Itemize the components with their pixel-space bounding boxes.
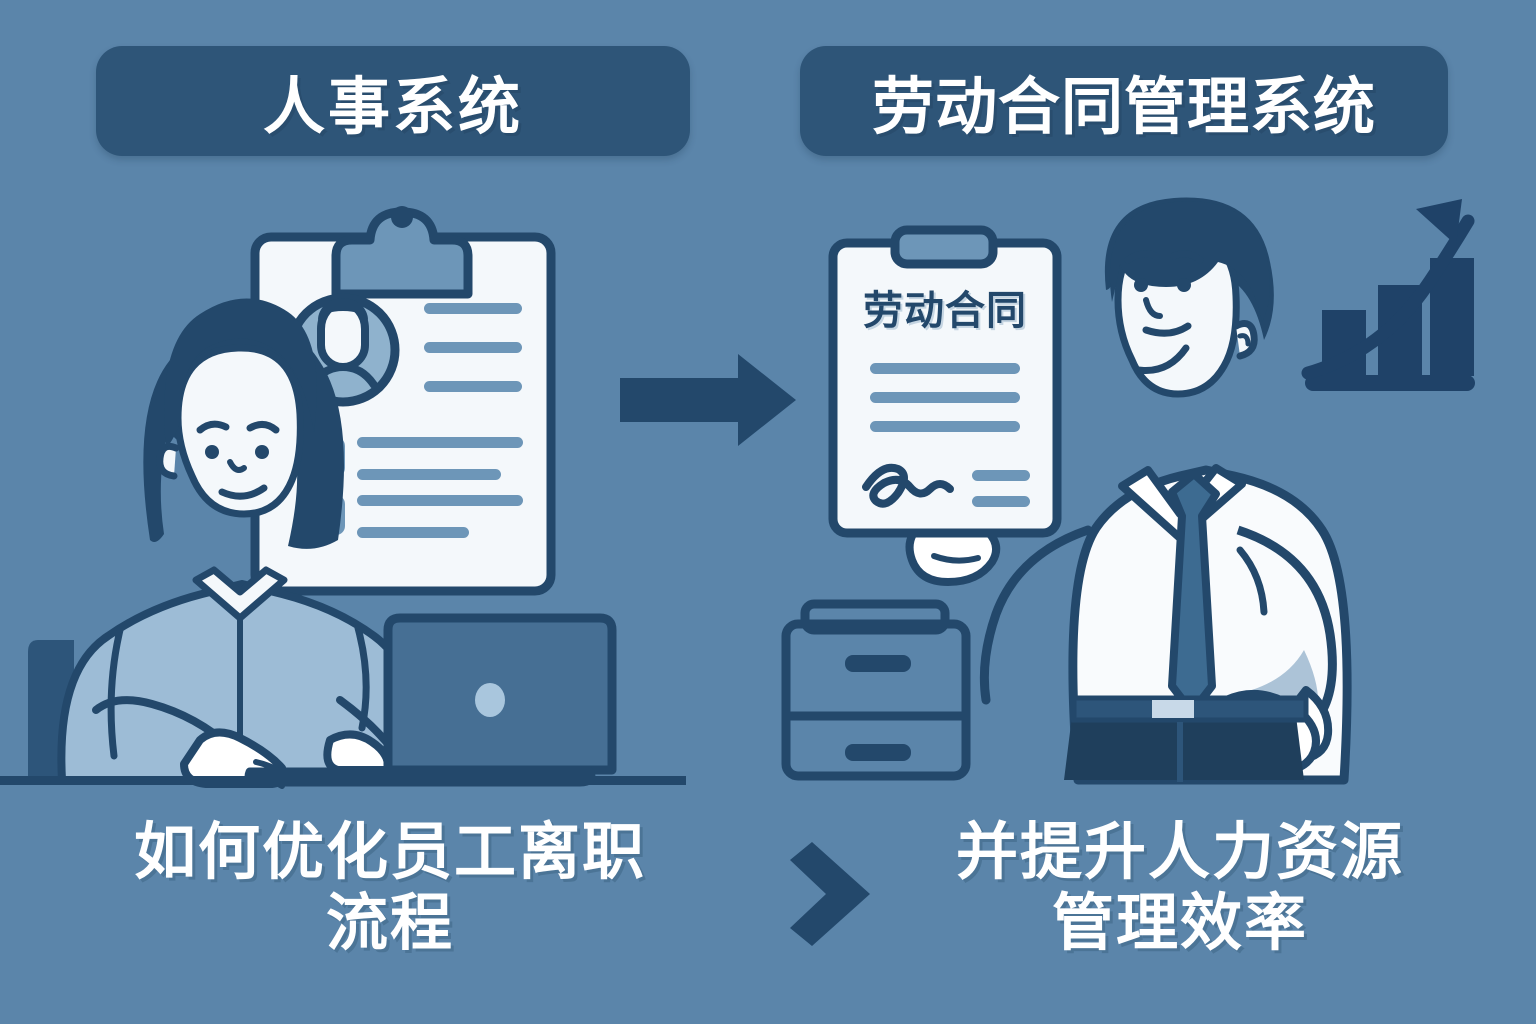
labor-contract-clipboard [828, 225, 1062, 538]
banner-hr-system[interactable]: 人事系统 [96, 46, 690, 156]
banner-hr-system-label: 人事系统 [262, 73, 523, 142]
person-female [57, 298, 425, 789]
caption-right-line2: 管理效率 [1051, 888, 1308, 958]
caption-left-line1: 如何优化员工离职 [133, 818, 646, 887]
desk-line [0, 776, 686, 785]
caption-left: 如何优化员工离职 流程 [40, 818, 740, 959]
right-arrow-icon [620, 354, 796, 446]
chevron-right-icon [790, 842, 870, 946]
caption-right: 并提升人力资源 管理效率 [860, 818, 1500, 959]
caption-left-line2: 流程 [325, 888, 454, 958]
banner-contract-system-label: 劳动合同管理系统 [871, 73, 1376, 142]
growth-bar-chart-icon [1301, 199, 1475, 391]
banner-contract-system[interactable]: 劳动合同管理系统 [800, 46, 1448, 156]
filing-cabinet-icon [781, 599, 971, 781]
caption-right-line1: 并提升人力资源 [955, 818, 1404, 887]
contract-title: 劳动合同 [863, 289, 1027, 333]
